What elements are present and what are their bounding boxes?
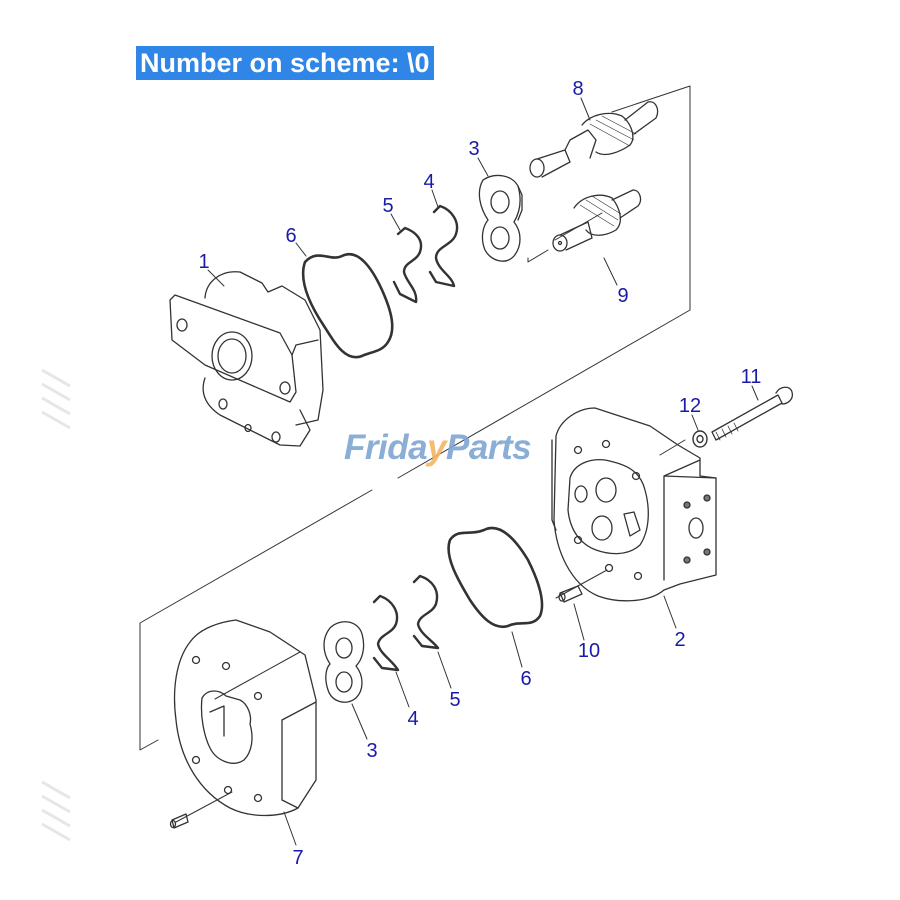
callout-7[interactable]: 7 bbox=[292, 847, 304, 869]
hatch-decoration-top bbox=[41, 368, 71, 430]
part-3-side-plate-lower bbox=[323, 621, 365, 703]
scheme-number-banner: Number on scheme: \0 bbox=[136, 46, 434, 80]
part-3-side-plate-upper bbox=[478, 174, 523, 262]
callout-10[interactable]: 10 bbox=[577, 640, 601, 662]
part-6-seal-ring-upper bbox=[301, 253, 394, 359]
callout-6-lower[interactable]: 6 bbox=[520, 668, 532, 690]
part-10-dowel-pin bbox=[558, 585, 583, 603]
part-6-seal-ring-lower bbox=[447, 526, 544, 629]
part-1-front-cover bbox=[169, 271, 324, 447]
leader-lines bbox=[207, 97, 759, 846]
callout-3-lower[interactable]: 3 bbox=[366, 740, 378, 762]
part-8-drive-gear-shaft bbox=[529, 101, 659, 178]
part-9-driven-gear-shaft bbox=[552, 189, 642, 252]
watermark-text-accent: y bbox=[427, 428, 447, 467]
watermark-text-start: Frida bbox=[344, 428, 428, 467]
part-11-bolt bbox=[711, 386, 794, 441]
callout-4-lower[interactable]: 4 bbox=[407, 708, 419, 730]
part-5-backup-ring-upper bbox=[392, 226, 423, 304]
callout-5-upper[interactable]: 5 bbox=[382, 195, 394, 217]
callout-4-upper[interactable]: 4 bbox=[423, 171, 435, 193]
callout-8[interactable]: 8 bbox=[572, 78, 584, 100]
callout-5-lower[interactable]: 5 bbox=[449, 689, 461, 711]
part-2-gear-case bbox=[551, 407, 717, 602]
part-4-spring-clip-lower bbox=[372, 594, 400, 672]
callout-1[interactable]: 1 bbox=[198, 251, 210, 273]
assembly-guide-lines bbox=[139, 85, 691, 823]
callout-3-upper[interactable]: 3 bbox=[468, 138, 480, 160]
callout-11[interactable]: 11 bbox=[740, 366, 762, 388]
hatch-decoration-bottom bbox=[41, 780, 71, 842]
watermark-text-end: Parts bbox=[446, 428, 532, 467]
callout-12[interactable]: 12 bbox=[678, 395, 702, 417]
part-5-backup-ring-lower bbox=[412, 574, 440, 650]
callout-2[interactable]: 2 bbox=[674, 629, 686, 651]
part-4-spring-clip-upper bbox=[428, 204, 459, 288]
part-12-washer bbox=[692, 430, 708, 448]
callout-9[interactable]: 9 bbox=[617, 285, 629, 307]
fridayparts-watermark: FridayParts bbox=[344, 428, 532, 468]
callout-6-upper[interactable]: 6 bbox=[285, 225, 297, 247]
part-7-rear-cover bbox=[169, 619, 317, 829]
